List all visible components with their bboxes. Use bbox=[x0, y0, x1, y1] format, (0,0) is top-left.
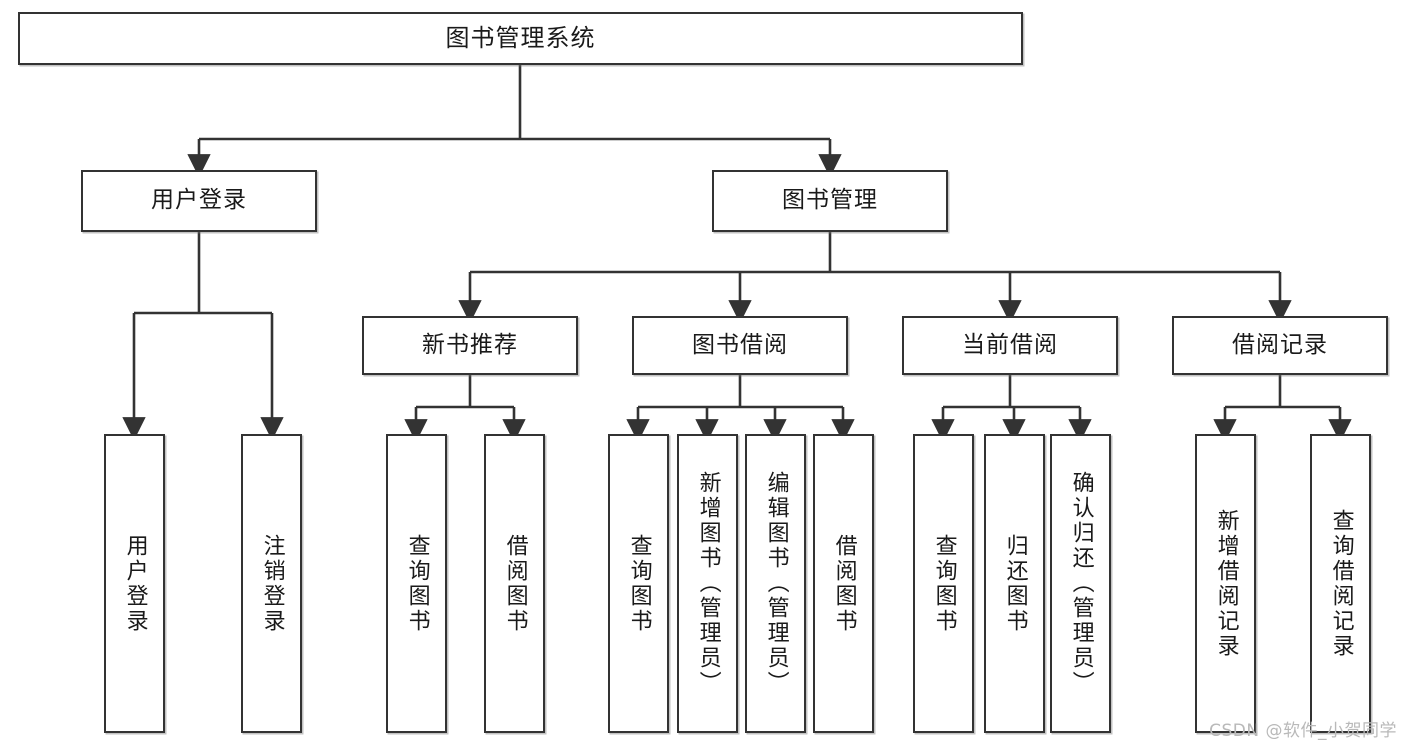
node-book-management[interactable]: 图书管理 bbox=[712, 170, 948, 232]
node-label: 注销登录 bbox=[259, 533, 285, 634]
node-user-login[interactable]: 用户登录 bbox=[81, 170, 317, 232]
node-label: 图书管理系统 bbox=[445, 24, 596, 53]
node-label: 当前借阅 bbox=[962, 331, 1058, 358]
leaf-query-book-current[interactable]: 查询图书 bbox=[913, 434, 974, 733]
node-label: 借阅图书 bbox=[502, 533, 528, 634]
node-label: 借阅图书 bbox=[831, 533, 857, 634]
leaf-user-login[interactable]: 用户登录 bbox=[104, 434, 165, 733]
node-label: 编辑图书（管理员） bbox=[763, 471, 789, 696]
node-label: 查询图书 bbox=[404, 533, 430, 634]
node-label: 新增借阅记录 bbox=[1213, 508, 1239, 659]
leaf-add-borrow-record[interactable]: 新增借阅记录 bbox=[1195, 434, 1256, 733]
node-borrow-record[interactable]: 借阅记录 bbox=[1172, 316, 1388, 375]
leaf-confirm-return-admin[interactable]: 确认归还（管理员） bbox=[1050, 434, 1111, 733]
node-label: 查询借阅记录 bbox=[1328, 508, 1354, 659]
node-book-borrow[interactable]: 图书借阅 bbox=[632, 316, 848, 375]
node-root-system[interactable]: 图书管理系统 bbox=[18, 12, 1023, 65]
node-label: 查询图书 bbox=[626, 533, 652, 634]
leaf-add-book-admin[interactable]: 新增图书（管理员） bbox=[677, 434, 738, 733]
node-label: 图书借阅 bbox=[692, 331, 788, 358]
node-label: 确认归还（管理员） bbox=[1068, 471, 1094, 696]
leaf-query-borrow-record[interactable]: 查询借阅记录 bbox=[1310, 434, 1371, 733]
leaf-borrow-book[interactable]: 借阅图书 bbox=[813, 434, 874, 733]
node-label: 图书管理 bbox=[782, 187, 878, 214]
node-label: 用户登录 bbox=[122, 533, 148, 634]
leaf-return-book[interactable]: 归还图书 bbox=[984, 434, 1045, 733]
node-label: 新增图书（管理员） bbox=[695, 471, 721, 696]
node-label: 借阅记录 bbox=[1232, 331, 1328, 358]
leaf-query-book-recommend[interactable]: 查询图书 bbox=[386, 434, 447, 733]
node-label: 查询图书 bbox=[931, 533, 957, 634]
leaf-query-book-borrow[interactable]: 查询图书 bbox=[608, 434, 669, 733]
node-new-book-recommend[interactable]: 新书推荐 bbox=[362, 316, 578, 375]
node-label: 归还图书 bbox=[1002, 533, 1028, 634]
watermark: CSDN @软件_小贺同学 bbox=[1209, 721, 1397, 741]
node-label: 新书推荐 bbox=[422, 331, 518, 358]
leaf-borrow-book-recommend[interactable]: 借阅图书 bbox=[484, 434, 545, 733]
leaf-edit-book-admin[interactable]: 编辑图书（管理员） bbox=[745, 434, 806, 733]
leaf-user-logout[interactable]: 注销登录 bbox=[241, 434, 302, 733]
node-label: 用户登录 bbox=[151, 187, 247, 214]
node-current-borrow[interactable]: 当前借阅 bbox=[902, 316, 1118, 375]
